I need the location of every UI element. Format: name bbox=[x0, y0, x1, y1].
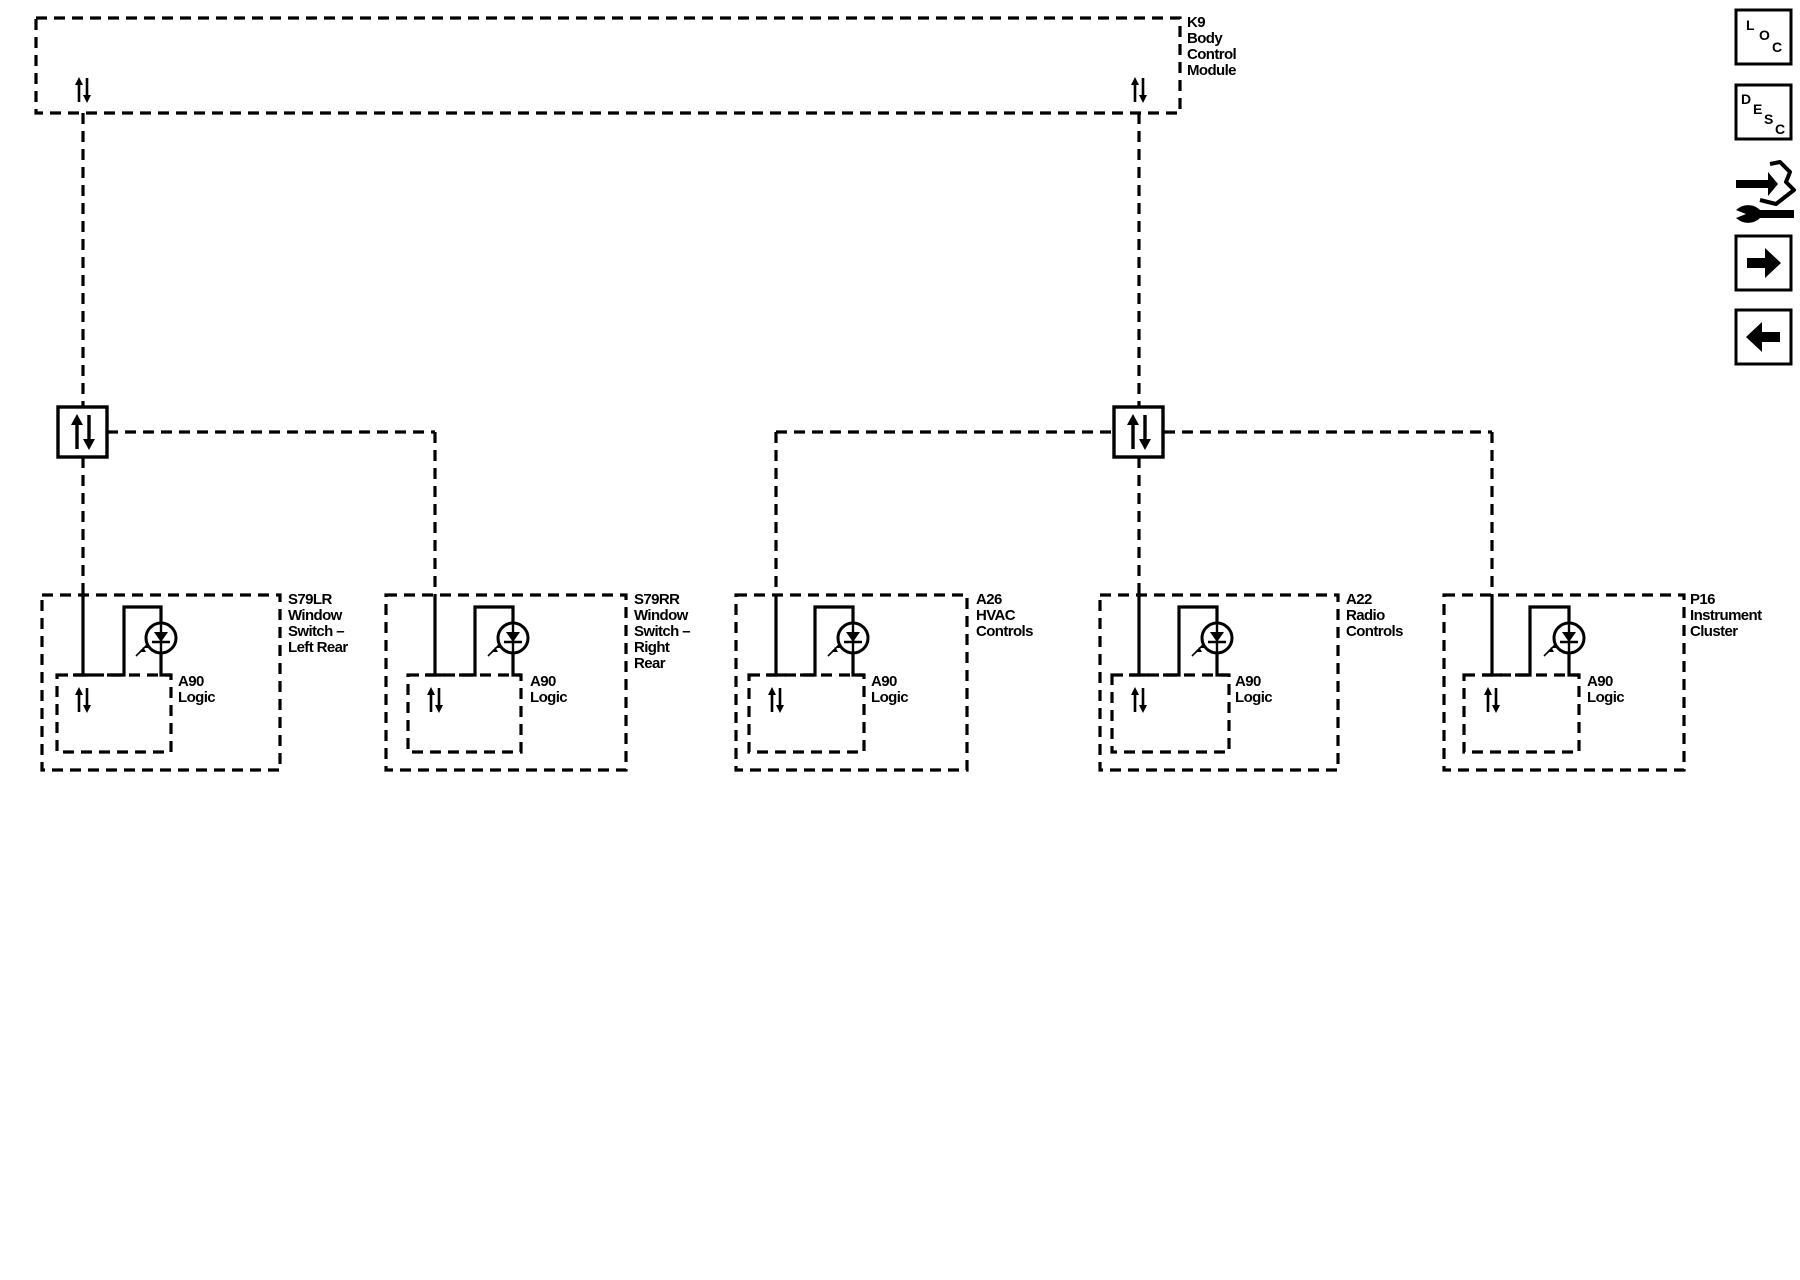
loc-button[interactable]: L O C bbox=[1734, 8, 1793, 66]
arrow-left-icon bbox=[1746, 322, 1780, 352]
data-bus-wiring bbox=[81, 113, 1494, 595]
bcm-label: K9 Body Control Module bbox=[1187, 14, 1240, 79]
svg-text:E: E bbox=[1753, 101, 1762, 117]
logic-data-arrows-icon bbox=[766, 685, 786, 715]
svg-text:C: C bbox=[1772, 39, 1782, 55]
svg-text:D: D bbox=[1741, 91, 1751, 107]
nav-toolbar: L O C D E S C bbox=[1734, 8, 1796, 366]
module-a22: A90 Logic A22 Radio Controls bbox=[1098, 591, 1404, 772]
desc-icon: D E S C bbox=[1741, 91, 1785, 137]
svg-text:S: S bbox=[1764, 111, 1773, 127]
svg-text:C: C bbox=[1775, 121, 1785, 137]
module-label-a22: A22 Radio Controls bbox=[1346, 591, 1403, 640]
logic-data-arrows-icon bbox=[1482, 685, 1502, 715]
logic-label: A90 Logic bbox=[178, 673, 215, 706]
logic-data-arrows-icon bbox=[425, 685, 445, 715]
indicator-lamp-icon bbox=[1190, 621, 1234, 658]
module-label-s79rr: S79RR Window Switch – Right Rear bbox=[634, 591, 694, 672]
indicator-lamp-icon bbox=[1542, 621, 1586, 658]
module-s79rr: A90 Logic S79RR Window Switch – Right Re… bbox=[384, 591, 694, 772]
logic-label: A90 Logic bbox=[530, 673, 567, 706]
module-label-a26: A26 HVAC Controls bbox=[976, 591, 1033, 640]
splice-pack-right bbox=[1112, 405, 1165, 459]
previous-button[interactable] bbox=[1734, 308, 1793, 366]
module-s79lr: A90 Logic S79LR Window Switch – Left Rea… bbox=[40, 591, 349, 772]
module-p16: A90 Logic P16 Instrument Cluster bbox=[1442, 591, 1765, 772]
logic-label: A90 Logic bbox=[871, 673, 908, 706]
splice-pack-left bbox=[56, 405, 109, 459]
loc-icon: L O C bbox=[1746, 17, 1782, 55]
logic-label: A90 Logic bbox=[1235, 673, 1272, 706]
indicator-lamp-icon bbox=[486, 621, 530, 658]
module-label-s79lr: S79LR Window Switch – Left Rear bbox=[288, 591, 348, 656]
next-button[interactable] bbox=[1734, 234, 1793, 292]
wrench-connector-icon bbox=[1736, 160, 1796, 223]
logic-label: A90 Logic bbox=[1587, 673, 1624, 706]
desc-button[interactable]: D E S C bbox=[1734, 83, 1793, 141]
svg-text:O: O bbox=[1759, 27, 1770, 43]
module-a26: A90 Logic A26 HVAC Controls bbox=[734, 591, 1034, 772]
bcm-module: K9 Body Control Module bbox=[34, 14, 1240, 115]
arrow-right-icon bbox=[1747, 248, 1781, 278]
svg-text:L: L bbox=[1746, 17, 1755, 33]
indicator-lamp-icon bbox=[826, 621, 870, 658]
tools-button[interactable] bbox=[1736, 160, 1796, 223]
logic-data-arrows-icon bbox=[1129, 685, 1149, 715]
module-label-p16: P16 Instrument Cluster bbox=[1690, 591, 1765, 640]
indicator-lamp-icon bbox=[134, 621, 178, 658]
bcm-right-data-arrows-icon bbox=[1129, 75, 1149, 105]
logic-data-arrows-icon bbox=[73, 685, 93, 715]
bcm-left-data-arrows-icon bbox=[73, 75, 93, 105]
